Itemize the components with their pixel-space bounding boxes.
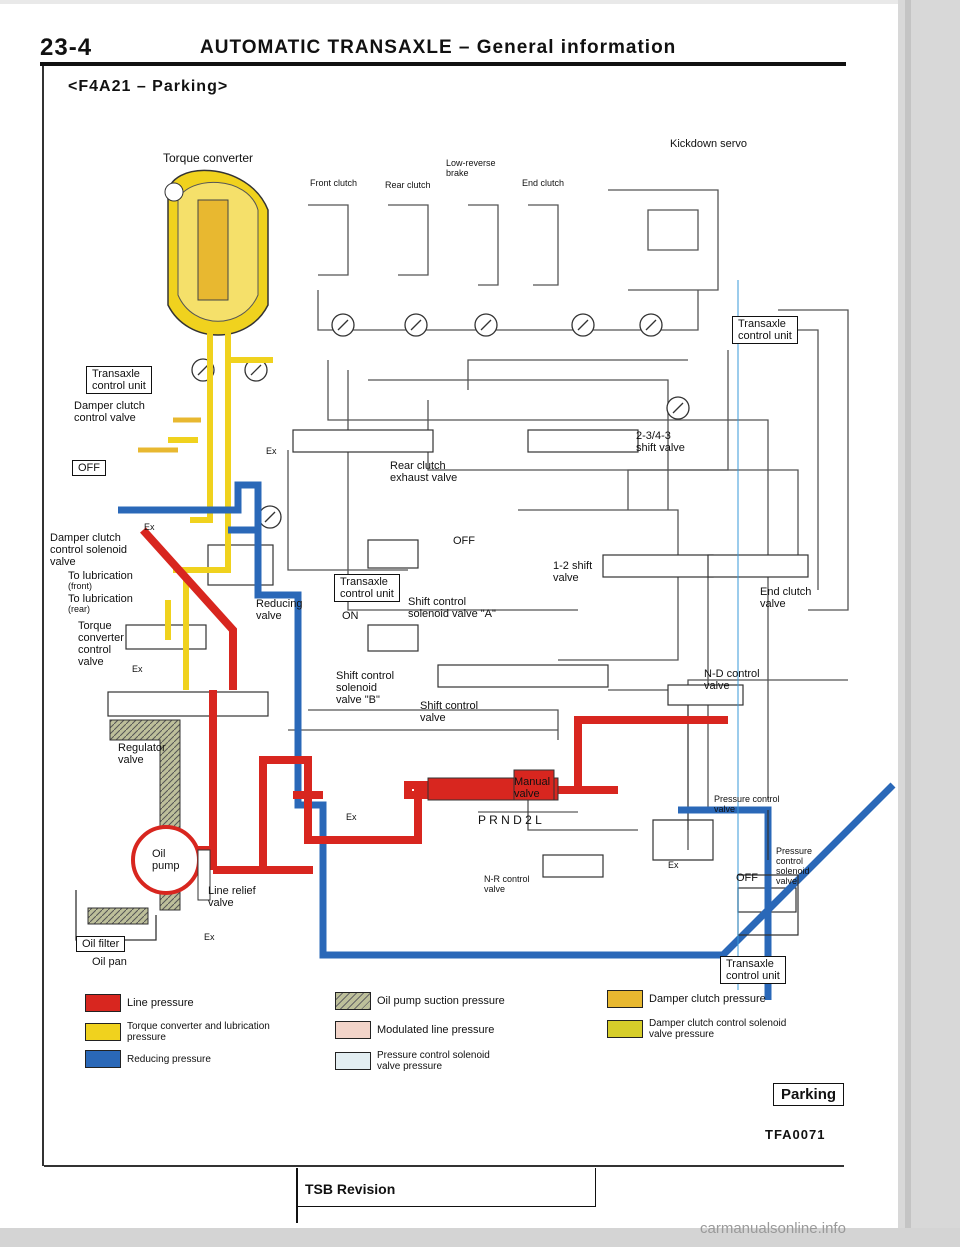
header-rule <box>40 62 846 66</box>
label-oil-filter: Oil filter <box>76 936 126 952</box>
left-rule <box>42 66 44 1166</box>
legend-swatch <box>335 1021 371 1039</box>
torque-converter-lines <box>165 330 273 690</box>
tsb-revision-box: TSB Revision <box>296 1168 596 1207</box>
site-watermark: carmanualsonline.info <box>700 1220 846 1237</box>
legend-swatch <box>607 990 643 1008</box>
label-off-left: OFF <box>72 460 106 476</box>
label-end-clutch: End clutch <box>522 178 565 188</box>
label-regulator-valve: Regulator valve <box>118 742 166 766</box>
legend-line-pressure: Line pressure <box>85 994 194 1012</box>
label-off-right: OFF <box>736 872 758 884</box>
label-shift-control-valve: Shift control valve <box>420 700 479 724</box>
legend-pressure-control-solenoid: Pressure control solenoid valve pressure <box>335 1050 490 1072</box>
label-ex-3: Ex <box>132 664 143 674</box>
legend-torque-converter: Torque converter and lubrication pressur… <box>85 1021 270 1043</box>
label-torque-converter: Torque converter <box>163 151 254 165</box>
label-manual-valve: Manual valve <box>514 776 551 800</box>
label-prnd2l: P R N D 2 L <box>478 813 542 827</box>
label-low-reverse-brake: Low-reverse brake <box>446 158 496 178</box>
label-to-lubrication-rear: To lubrication <box>68 593 133 605</box>
label-damper-clutch-control-solenoid-valve: Damper clutch control solenoid valve <box>50 532 128 568</box>
label-nd-control-valve: N-D control valve <box>704 668 760 692</box>
label-torque-converter-control-valve: Torque converter control valve <box>78 620 124 668</box>
label-pressure-control-valve: Pressure control valve <box>714 794 780 814</box>
legend-damper-clutch-control: Damper clutch control solenoid valve pre… <box>607 1018 786 1040</box>
label-rear-clutch-exhaust-valve: Rear clutch exhaust valve <box>390 460 458 484</box>
label-transaxle-control-unit-bottom: Transaxle control unit <box>720 956 786 984</box>
top-bar <box>0 0 960 4</box>
oil-pump-assembly <box>75 719 211 941</box>
label-on: ON <box>342 610 359 622</box>
legend-modulated-line: Modulated line pressure <box>335 1021 494 1039</box>
circuit-drawing <box>75 169 896 1010</box>
label-line-relief-valve: Line relief valve <box>208 885 256 909</box>
legend-swatch <box>335 992 371 1010</box>
label-ex-4: Ex <box>346 812 357 822</box>
legend-swatch <box>85 994 121 1012</box>
legend-swatch <box>607 1020 643 1038</box>
legend-oil-pump-suction: Oil pump suction pressure <box>335 992 505 1010</box>
legend-swatch <box>85 1050 121 1068</box>
label-transaxle-control-unit-top: Transaxle control unit <box>732 316 798 344</box>
label-off-mid: OFF <box>453 535 475 547</box>
pressure-gauges <box>191 313 690 529</box>
label-ex-1: Ex <box>266 446 277 456</box>
damper-clutch-lines <box>138 417 201 453</box>
label-transaxle-control-unit-left: Transaxle control unit <box>86 366 152 394</box>
legend-reducing: Reducing pressure <box>85 1050 211 1068</box>
valve-bodies <box>107 429 809 913</box>
label-rear: (rear) <box>68 604 90 614</box>
label-front-clutch: Front clutch <box>310 178 358 188</box>
label-pressure-control-solenoid-valve: Pressure control solenoid valve <box>776 846 813 886</box>
right-margin-line <box>905 0 911 1247</box>
bottom-strip <box>0 1228 960 1247</box>
page-title: AUTOMATIC TRANSAXLE – General informatio… <box>200 37 677 58</box>
label-shift-control-solenoid-valve-b: Shift control solenoid valve "B" <box>336 670 395 706</box>
torque-converter-drawing <box>164 169 269 336</box>
pressure-control-area <box>652 280 799 990</box>
mode-badge: Parking <box>773 1083 845 1106</box>
page-number: 23-4 <box>40 34 93 61</box>
label-reducing-valve: Reducing valve <box>256 598 303 622</box>
label-shift-control-solenoid-valve-a: Shift control solenoid valve "A" <box>408 596 496 620</box>
label-oil-pump: Oil pump <box>152 848 180 872</box>
footer-rule <box>44 1165 844 1167</box>
label-front: (front) <box>68 581 93 591</box>
figure-code: TFA0071 <box>765 1127 826 1142</box>
label-damper-clutch-control-valve: Damper clutch control valve <box>74 400 145 424</box>
label-end-clutch-valve: End clutch valve <box>760 586 812 610</box>
label-ex-6: Ex <box>204 932 215 942</box>
legend-swatch <box>335 1052 371 1070</box>
hydraulic-circuit-diagram: Torque converter Front clutch Rear clutc… <box>48 130 898 1010</box>
tsb-divider <box>296 1168 298 1223</box>
label-nr-control-valve: N-R control valve <box>484 874 530 894</box>
label-shift-valve-234-3: 2-3/4-3 shift valve <box>636 430 685 454</box>
label-to-lubrication-front: To lubrication <box>68 570 133 582</box>
label-transaxle-control-unit-mid: Transaxle control unit <box>334 574 400 602</box>
label-shift-valve-1-2: 1-2 shift valve <box>553 560 593 584</box>
manual-valve-drawing <box>427 769 578 813</box>
label-kickdown-servo: Kickdown servo <box>670 138 748 150</box>
label-ex-5: Ex <box>668 860 679 870</box>
label-oil-pan: Oil pan <box>92 956 127 968</box>
tsb-revision-label: TSB Revision <box>305 1181 396 1197</box>
label-ex-2: Ex <box>144 522 155 532</box>
legend-damper-clutch: Damper clutch pressure <box>607 990 766 1008</box>
circuit-lines-gray <box>287 189 849 850</box>
section-subtitle: <F4A21 – Parking> <box>68 78 229 95</box>
legend-swatch <box>85 1023 121 1041</box>
label-rear-clutch: Rear clutch <box>385 180 431 190</box>
